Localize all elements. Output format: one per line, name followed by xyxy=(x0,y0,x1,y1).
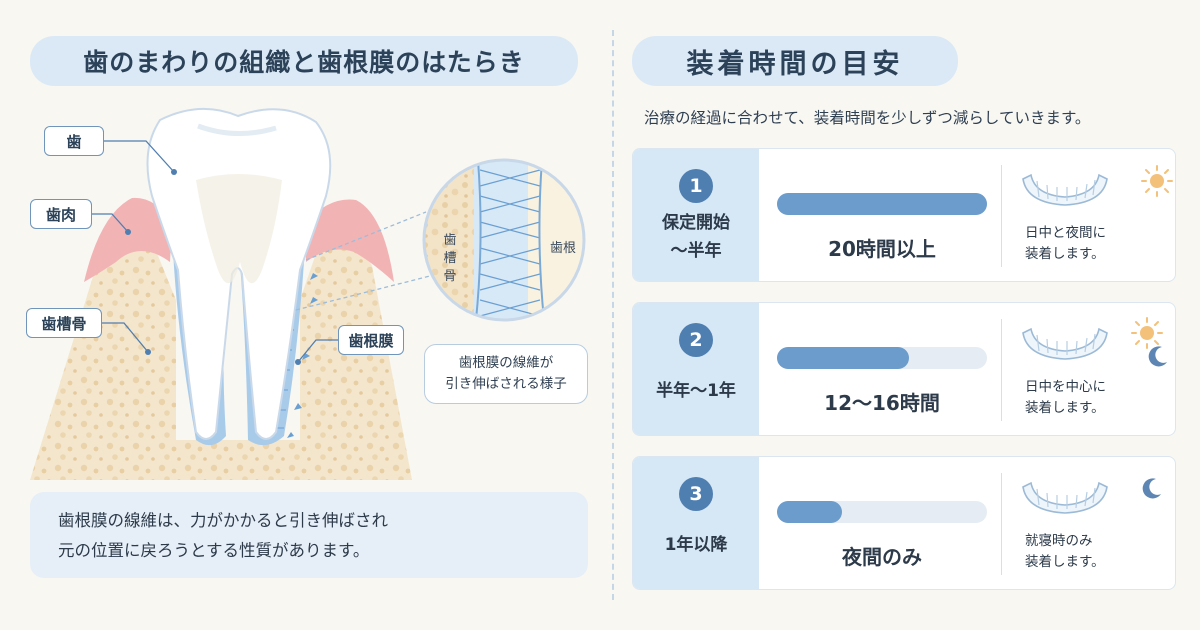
zoom-root-label: 歯根 xyxy=(549,241,576,256)
tooth xyxy=(146,107,332,440)
stage-desc-line2: 装着します。 xyxy=(1025,400,1105,416)
sun-icon xyxy=(1131,317,1163,349)
wear-time-bar xyxy=(777,347,987,369)
label-periodontal-ligament: 歯根膜 xyxy=(338,325,404,355)
stage-hours: 夜間のみ xyxy=(842,545,922,569)
zoom-caption-line2: 引き伸ばされる様子 xyxy=(445,376,567,392)
stage-hours: 20時間以上 xyxy=(828,237,936,261)
stage-description: 就寝時のみ 装着します。 xyxy=(1025,531,1165,573)
note-box: 歯根膜の線維は、力がかかると引き伸ばされ 元の位置に戻ろうとする性質があります。 xyxy=(30,492,588,578)
stage-left-panel: 3 1年以降 xyxy=(633,457,759,589)
wear-time-bar xyxy=(777,501,987,523)
right-panel-subtitle: 治療の経過に合わせて、装着時間を少しずつ減らしていきます。 xyxy=(644,109,1091,127)
retainer-icon xyxy=(1022,173,1108,206)
moon-icon xyxy=(1148,346,1167,367)
stage-number-badge: 3 xyxy=(679,477,713,511)
stage-separator xyxy=(1001,473,1002,575)
zoom-bone-label: 歯槽骨 xyxy=(443,233,457,284)
stage-period: 半年〜1年 xyxy=(633,377,759,405)
stage-period: 1年以降 xyxy=(633,531,759,559)
stage-desc-line1: 日中を中心に xyxy=(1025,379,1106,395)
stage-separator xyxy=(1001,319,1002,421)
wear-time-bar-fill xyxy=(777,347,910,369)
zoom-caption: 歯根膜の線維が 引き伸ばされる様子 xyxy=(424,344,588,404)
panel-divider xyxy=(612,30,614,600)
gum xyxy=(84,197,172,282)
stage-number-badge: 1 xyxy=(679,169,713,203)
stage-hours: 12〜16時間 xyxy=(824,391,940,415)
stage-separator xyxy=(1001,165,1002,267)
stage-period-line2: 〜半年 xyxy=(670,241,722,261)
left-panel-title: 歯のまわりの組織と歯根膜のはたらき xyxy=(30,36,578,86)
stage-card-2: 2 半年〜1年 12〜16時間 日中を中心に 装着します。 xyxy=(632,302,1176,436)
stage-period-line1: 1年以降 xyxy=(664,535,728,555)
stage-description: 日中と夜間に 装着します。 xyxy=(1025,223,1165,265)
wear-time-bar-fill xyxy=(777,193,987,215)
right-panel-title: 装着時間の目安 xyxy=(632,36,958,86)
stage-card-1: 1 保定開始 〜半年 20時間以上 日中と夜間に 装着します。 xyxy=(632,148,1176,282)
stage-period-line1: 保定開始 xyxy=(662,213,730,233)
alveolar-bone xyxy=(30,235,412,480)
stage-period-line1: 半年〜1年 xyxy=(656,381,736,401)
stage-desc-line2: 装着します。 xyxy=(1025,246,1105,262)
stage-desc-line2: 装着します。 xyxy=(1025,554,1105,570)
zoom-caption-line1: 歯根膜の線維が xyxy=(458,355,554,371)
label-alveolar-bone: 歯槽骨 xyxy=(26,308,102,338)
label-gum: 歯肉 xyxy=(30,199,92,229)
stage-desc-line1: 日中と夜間に xyxy=(1025,225,1106,241)
note-line2: 元の位置に戻ろうとする性質があります。 xyxy=(58,541,370,560)
stage-period: 保定開始 〜半年 xyxy=(633,209,759,265)
stage-desc-line1: 就寝時のみ xyxy=(1025,533,1093,549)
wear-time-bar-fill xyxy=(777,501,843,523)
stage-number-badge: 2 xyxy=(679,323,713,357)
label-tooth: 歯 xyxy=(44,126,104,156)
stage-card-3: 3 1年以降 夜間のみ 就寝時のみ 装着します。 xyxy=(632,456,1176,590)
stage-left-panel: 2 半年〜1年 xyxy=(633,303,759,435)
sun-icon xyxy=(1141,165,1173,197)
stage-left-panel: 1 保定開始 〜半年 xyxy=(633,149,759,281)
note-line1: 歯根膜の線維は、力がかかると引き伸ばされ xyxy=(58,511,388,530)
moon-icon xyxy=(1142,478,1161,499)
retainer-icon xyxy=(1022,481,1108,514)
retainer-icon xyxy=(1022,327,1108,360)
stage-description: 日中を中心に 装着します。 xyxy=(1025,377,1165,419)
tooth-diagram xyxy=(30,107,586,480)
wear-time-bar xyxy=(777,193,987,215)
